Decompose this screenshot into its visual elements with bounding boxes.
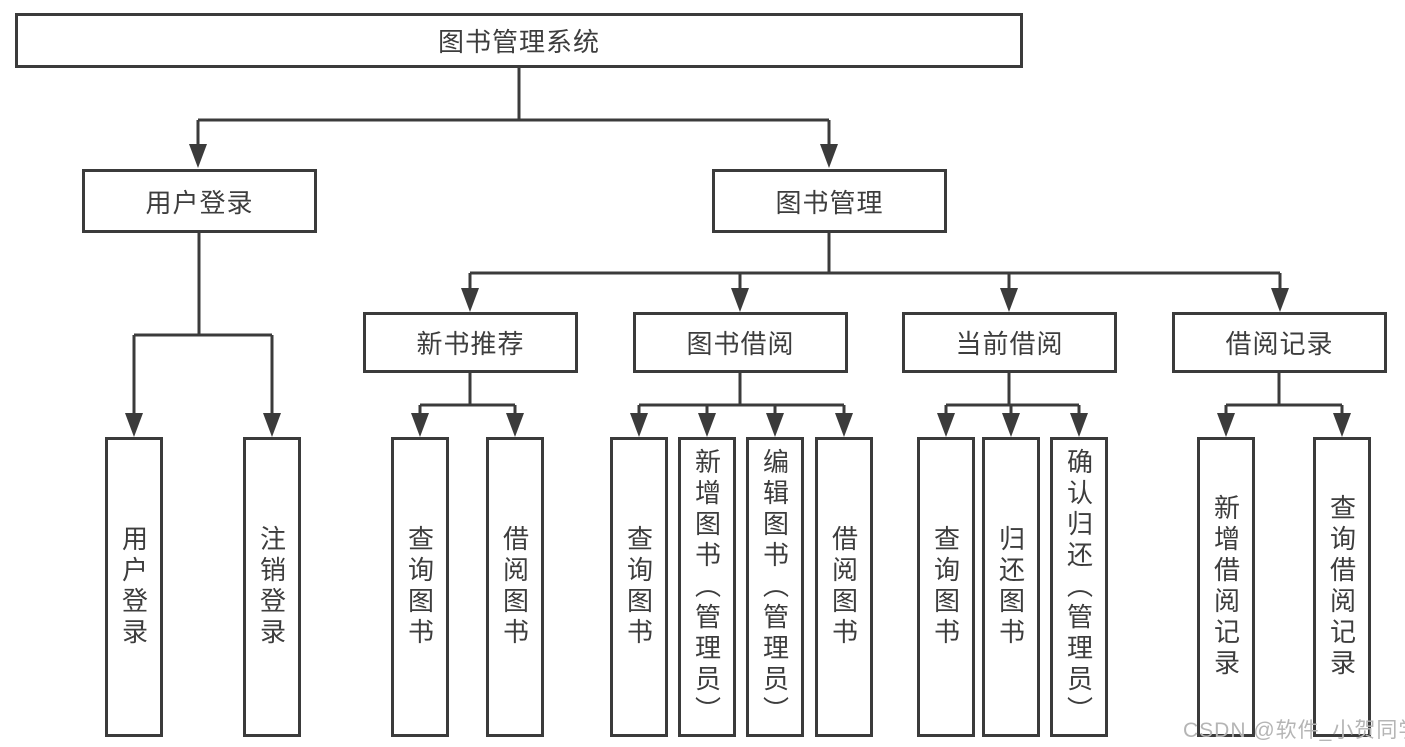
- leaf-box-user-login: 用户登录: [105, 437, 163, 737]
- leaf-box-add-borrow-record: 新增借阅记录: [1197, 437, 1255, 737]
- arrowheads: [125, 144, 1351, 437]
- leaf-box-query-borrow-record: 查询借阅记录: [1313, 437, 1371, 737]
- leaf-box-borrow-books: 借阅图书: [815, 437, 873, 737]
- root-box-library-system: 图书管理系统: [15, 13, 1023, 68]
- leaf-box-logout: 注销登录: [243, 437, 301, 737]
- section-box-new-book-recommend: 新书推荐: [363, 312, 578, 373]
- leaf-box-query-books-current: 查询图书: [917, 437, 975, 737]
- section-box-current-borrow: 当前借阅: [902, 312, 1117, 373]
- leaf-box-add-book-admin: 新增图书（管理员）: [678, 437, 736, 737]
- leaf-box-return-book: 归还图书: [982, 437, 1040, 737]
- edge-lines: [132, 68, 1344, 415]
- leaf-box-query-books-recommend: 查询图书: [391, 437, 449, 737]
- leaf-box-borrow-books-recommend: 借阅图书: [486, 437, 544, 737]
- section-box-borrow-records: 借阅记录: [1172, 312, 1387, 373]
- csdn-watermark: CSDN @软件_小贺同学: [1183, 719, 1405, 742]
- branch-box-user-login: 用户登录: [82, 169, 317, 233]
- leaf-box-confirm-return-admin: 确认归还（管理员）: [1050, 437, 1108, 737]
- section-box-book-borrow: 图书借阅: [633, 312, 848, 373]
- leaf-box-query-books-borrow: 查询图书: [610, 437, 668, 737]
- leaf-box-edit-book-admin: 编辑图书（管理员）: [746, 437, 804, 737]
- branch-box-book-management: 图书管理: [712, 169, 947, 233]
